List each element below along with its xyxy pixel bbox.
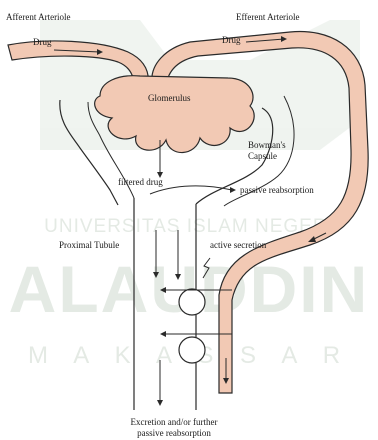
excretion-arrowhead [157, 400, 163, 406]
label-proximal-tubule: Proximal Tubule [59, 240, 119, 250]
label-active-secretion: active secretion [210, 240, 267, 250]
label-afferent-arteriole: Afferent Arteriole [6, 12, 71, 22]
watermark-line1: UNIVERSITAS ISLAM NEGERI [44, 216, 334, 237]
watermark: UNIVERSITAS ISLAM NEGERI ALAUDDIN M A K … [9, 20, 370, 369]
secretion-arrowhead-lower [160, 331, 166, 337]
label-glomerulus: Glomerulus [148, 93, 191, 103]
label-excretion-line2: passive reabsorption [137, 428, 211, 438]
label-passive-reabsorption: passive reabsorption [240, 185, 314, 195]
label-capsule: Capsule [248, 151, 277, 161]
label-filtered-drug: filtered drug [118, 177, 163, 187]
transporter-lower [179, 337, 205, 363]
label-excretion-line1: Excretion and/or further [131, 417, 218, 427]
label-drug-left: Drug [33, 37, 52, 47]
label-bowmans: Bowman's [248, 140, 286, 150]
label-drug-right: Drug [222, 35, 241, 45]
transporter-upper [179, 289, 205, 315]
label-efferent-arteriole: Efferent Arteriole [236, 12, 300, 22]
passive-reabsorption-arrowhead [230, 187, 236, 193]
